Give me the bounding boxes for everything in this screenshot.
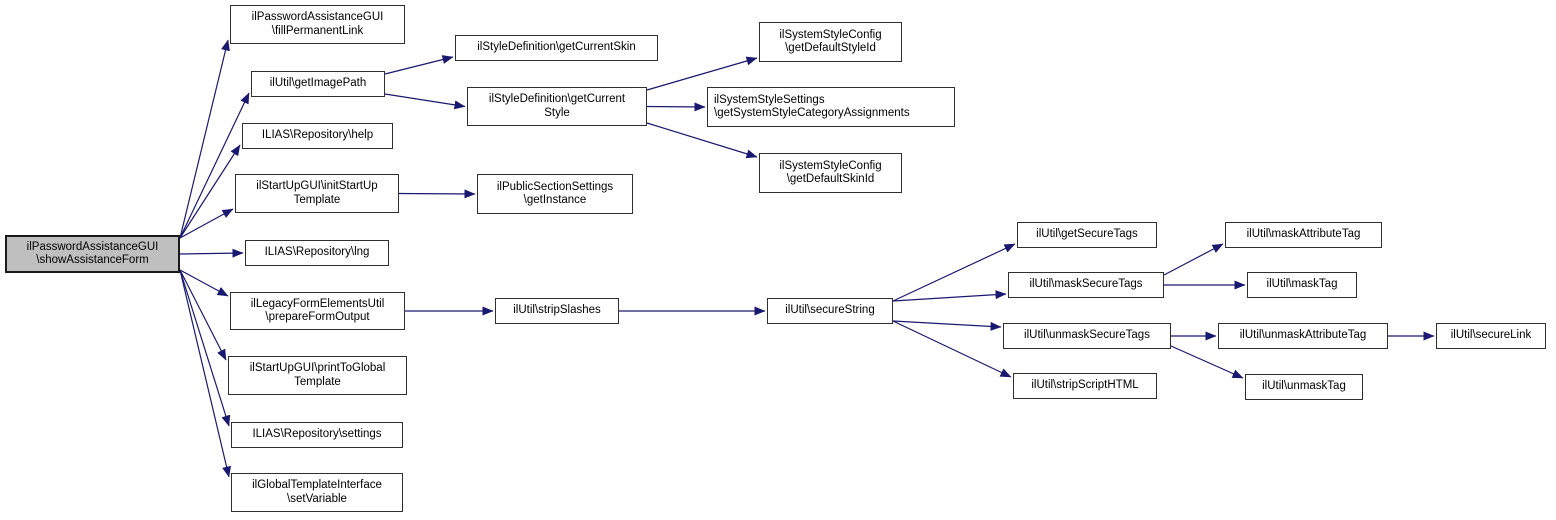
graph-node-label: ilUtil\unmaskTag — [1262, 380, 1346, 393]
edge-show-assistance-form--get-image-path — [179, 92, 250, 239]
graph-node-help[interactable]: ILIAS\Repository\help — [242, 123, 393, 149]
graph-node-label: \fillPermanentLink — [271, 24, 364, 37]
graph-node-secure-string[interactable]: ilUtil\secureString — [767, 298, 893, 324]
graph-node-label: \getDefaultSkinId — [786, 173, 875, 185]
graph-node-get-image-path[interactable]: ilUtil\getImagePath — [251, 71, 385, 97]
graph-node-strip-script-html[interactable]: ilUtil\stripScriptHTML — [1013, 373, 1157, 399]
graph-node-label: ilUtil\unmaskAttributeTag — [1239, 329, 1367, 342]
graph-node-unmask-attribute-tag[interactable]: ilUtil\unmaskAttributeTag — [1218, 323, 1388, 349]
graph-node-label: ilUtil\getSecureTags — [1036, 228, 1138, 241]
graph-node-label: ilSystemStyleConfig — [779, 28, 882, 41]
edge-show-assistance-form--fill-permanent-link — [179, 39, 230, 239]
graph-node-get-current-skin[interactable]: ilStyleDefinition\getCurrentSkin — [455, 35, 658, 61]
edge-unmask-secure-tags--unmask-tag — [1170, 345, 1244, 379]
graph-node-label: ilPasswordAssistanceGUI — [251, 11, 384, 23]
graph-node-label: ilStartUpGUI\initStartUp — [256, 180, 378, 192]
graph-node-label: \setVariable — [287, 492, 347, 505]
graph-node-label: ILIAS\Repository\help — [261, 129, 374, 142]
graph-node-get-default-skin-id[interactable]: ilSystemStyleConfig\getDefaultSkinId — [759, 153, 902, 193]
graph-node-label: Template — [294, 375, 341, 388]
edge-show-assistance-form--set-variable — [179, 269, 231, 478]
edge-get-image-path--get-current-skin — [384, 55, 454, 75]
edge-get-current-style--get-default-style-id — [646, 56, 758, 91]
graph-node-label: ilUtil\stripScriptHTML — [1031, 379, 1139, 392]
graph-node-get-secure-tags[interactable]: ilUtil\getSecureTags — [1017, 222, 1157, 248]
graph-node-label: \getDefaultStyleId — [785, 42, 876, 54]
edge-secure-string--unmask-secure-tags — [892, 320, 1002, 331]
graph-node-label: ILIAS\Repository\settings — [252, 428, 382, 441]
edge-get-current-style--get-system-style-category-assignments — [646, 102, 706, 112]
graph-node-mask-attribute-tag[interactable]: ilUtil\maskAttributeTag — [1225, 222, 1382, 248]
graph-node-get-system-style-category-assignments[interactable]: ilSystemStyleSettings\getSystemStyleCate… — [707, 87, 955, 127]
edge-init-startup-template--get-instance — [398, 189, 476, 199]
edge-get-image-path--get-current-style — [384, 93, 466, 110]
edge-secure-string--mask-secure-tags — [892, 290, 1007, 302]
graph-node-lng[interactable]: ILIAS\Repository\lng — [245, 240, 389, 266]
graph-node-get-instance[interactable]: ilPublicSectionSettings\getInstance — [477, 174, 633, 214]
graph-node-label: ILIAS\Repository\lng — [264, 246, 370, 259]
graph-node-label: ilPasswordAssistanceGUI — [26, 240, 159, 253]
edge-show-assistance-form--prepare-form-output — [179, 269, 229, 297]
graph-node-unmask-secure-tags[interactable]: ilUtil\unmaskSecureTags — [1003, 323, 1171, 349]
graph-node-label: \getSystemStyleCategoryAssignments — [714, 107, 910, 119]
edge-show-assistance-form--lng — [179, 248, 244, 258]
graph-node-label: ilStyleDefinition\getCurrent — [488, 93, 626, 105]
graph-node-unmask-tag[interactable]: ilUtil\unmaskTag — [1245, 374, 1363, 400]
edge-get-current-style--get-default-skin-id — [646, 122, 758, 159]
edge-show-assistance-form--settings — [179, 269, 231, 427]
graph-node-label: ilUtil\maskAttributeTag — [1246, 228, 1361, 241]
graph-node-label: ilStyleDefinition\getCurrentSkin — [477, 41, 636, 54]
graph-node-label: ilStartUpGUI\printToGlobal — [249, 362, 386, 374]
graph-node-label: ilPublicSectionSettings — [496, 180, 614, 193]
graph-node-label: \showAssistanceForm — [36, 254, 149, 266]
graph-node-label: ilUtil\secureString — [785, 304, 875, 317]
graph-node-label: ilSystemStyleSettings — [714, 93, 825, 106]
graph-node-settings[interactable]: ILIAS\Repository\settings — [231, 422, 403, 448]
edge-secure-string--strip-script-html — [892, 320, 1012, 378]
graph-node-label: \prepareFormOutput — [265, 311, 370, 323]
graph-node-mask-tag[interactable]: ilUtil\maskTag — [1247, 272, 1357, 298]
graph-node-mask-secure-tags[interactable]: ilUtil\maskSecureTags — [1008, 272, 1164, 298]
graph-node-fill-permanent-link[interactable]: ilPasswordAssistanceGUI\fillPermanentLin… — [230, 5, 405, 44]
graph-node-label: \getInstance — [523, 194, 587, 206]
edge-show-assistance-form--init-startup-template — [179, 208, 234, 239]
graph-node-secure-link[interactable]: ilUtil\secureLink — [1436, 323, 1546, 349]
graph-node-label: ilUtil\maskTag — [1266, 278, 1338, 291]
graph-node-show-assistance-form: ilPasswordAssistanceGUI\showAssistanceFo… — [5, 235, 180, 273]
graph-node-label: Template — [293, 193, 341, 206]
graph-node-label: ilUtil\getImagePath — [269, 77, 367, 90]
edge-show-assistance-form--print-to-global-template — [179, 269, 227, 361]
edge-secure-string--get-secure-tags — [892, 243, 1016, 302]
graph-node-strip-slashes[interactable]: ilUtil\stripSlashes — [495, 298, 619, 324]
graph-node-label: Style — [544, 106, 570, 119]
graph-node-label: ilUtil\secureLink — [1450, 329, 1532, 342]
graph-node-label: ilGlobalTemplateInterface — [252, 479, 382, 491]
edge-mask-secure-tags--mask-attribute-tag — [1163, 243, 1224, 276]
graph-node-label: ilUtil\maskSecureTags — [1029, 278, 1143, 291]
graph-node-label: ilUtil\stripSlashes — [513, 304, 601, 317]
graph-node-prepare-form-output[interactable]: ilLegacyFormElementsUtil\prepareFormOutp… — [230, 292, 405, 330]
graph-node-label: ilLegacyFormElementsUtil — [250, 297, 385, 310]
edge-show-assistance-form--help — [179, 144, 241, 239]
graph-node-label: ilSystemStyleConfig — [779, 159, 882, 172]
graph-node-get-default-style-id[interactable]: ilSystemStyleConfig\getDefaultStyleId — [759, 22, 902, 62]
graph-node-set-variable[interactable]: ilGlobalTemplateInterface\setVariable — [231, 473, 403, 512]
graph-node-label: ilUtil\unmaskSecureTags — [1024, 329, 1150, 342]
